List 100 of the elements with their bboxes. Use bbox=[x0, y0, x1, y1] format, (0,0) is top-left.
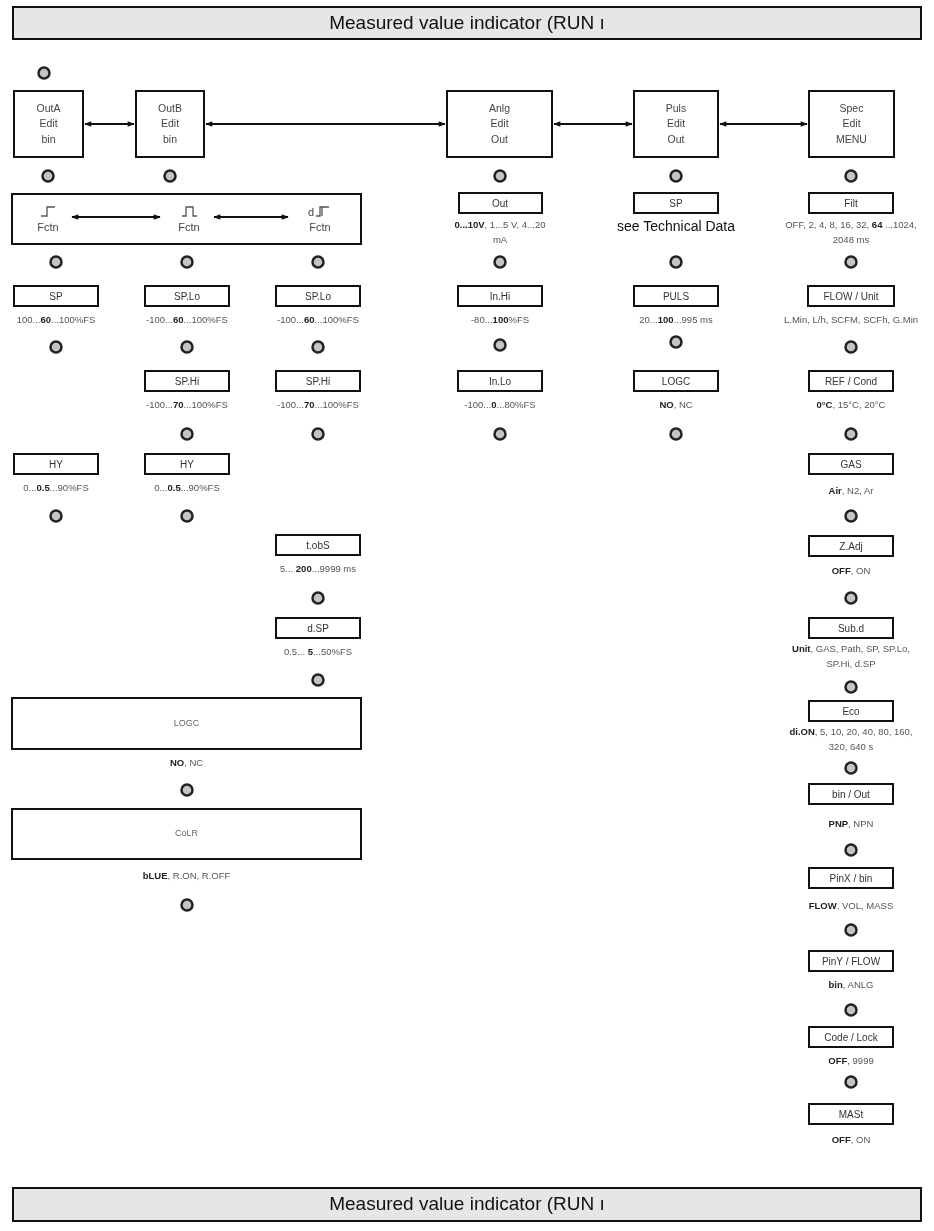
parameter-box bbox=[13, 285, 99, 307]
parameter-label: SP.Hi bbox=[174, 375, 200, 387]
function-label: Fctn bbox=[309, 220, 331, 234]
parameter-label: SP.Hi bbox=[305, 375, 331, 387]
parameter-box bbox=[13, 453, 99, 475]
parameter-box bbox=[457, 285, 543, 307]
value-range-text: 0...0.5...90%FS bbox=[153, 481, 221, 495]
parameter-label: Filt bbox=[844, 197, 858, 209]
menu-box bbox=[13, 90, 84, 158]
value-range-text: 0...0.5...90%FS bbox=[22, 481, 90, 495]
parameter-box bbox=[808, 1103, 894, 1125]
double-arrow bbox=[719, 121, 808, 127]
parameter-box bbox=[633, 285, 719, 307]
parameter-label: OutA bbox=[36, 102, 61, 115]
parameter-label: OutB bbox=[158, 102, 182, 115]
parameter-label: Edit bbox=[490, 118, 509, 130]
display-banner bbox=[12, 6, 922, 40]
double-arrow bbox=[71, 214, 161, 220]
parameter-box bbox=[808, 453, 894, 475]
banner-text: Measured value indicator (RUN ı bbox=[329, 12, 605, 34]
value-range-text: OFF, 9999 bbox=[827, 1054, 875, 1068]
value-range-text: OFF, 2, 4, 8, 16, 32, 64 ...1024, 2048 ms bbox=[784, 218, 918, 247]
parameter-box bbox=[275, 285, 361, 307]
value-range-text: -100...60...100%FS bbox=[145, 313, 229, 327]
value-range-text: PNP, NPN bbox=[827, 817, 875, 831]
menu-box bbox=[808, 90, 895, 158]
parameter-box bbox=[11, 697, 362, 750]
parameter-label: MASt bbox=[838, 1108, 864, 1120]
parameter-label: MENU bbox=[836, 133, 867, 146]
parameter-box bbox=[808, 867, 894, 889]
parameter-label: Edit bbox=[39, 118, 58, 130]
value-range-text: NO, NC bbox=[658, 398, 694, 412]
parameter-label: Z.Adj bbox=[839, 540, 863, 552]
parameter-label: SP bbox=[669, 197, 683, 209]
parameter-label: SP.Lo bbox=[305, 290, 331, 302]
parameter-label: Eco bbox=[842, 705, 860, 717]
note-text: see Technical Data bbox=[615, 217, 736, 236]
parameter-label: t.obS bbox=[306, 539, 330, 551]
value-range-text: bin, ANLG bbox=[827, 978, 875, 992]
parameter-label: Out bbox=[667, 133, 685, 146]
parameter-box bbox=[808, 700, 894, 722]
value-range-text: 0.5... 5...50%FS bbox=[282, 645, 354, 659]
parameter-label: Spec bbox=[839, 102, 864, 115]
parameter-label: bin / Out bbox=[832, 788, 870, 800]
value-range-text: bLUE, R.ON, R.OFF bbox=[141, 869, 232, 883]
parameter-label: REF / Cond bbox=[824, 375, 878, 387]
parameter-label: LOGC bbox=[173, 718, 200, 729]
parameter-box bbox=[275, 534, 361, 556]
value-range-text: FLOW, VOL, MASS bbox=[807, 899, 895, 913]
parameter-label: bin bbox=[163, 133, 177, 146]
function-label: Fctn bbox=[178, 220, 200, 234]
menu-box bbox=[633, 90, 719, 158]
value-range-text: 20...100...995 ms bbox=[638, 313, 714, 327]
value-range-text: OFF, ON bbox=[830, 1133, 872, 1147]
function-prefix: d bbox=[307, 205, 315, 218]
parameter-box bbox=[808, 950, 894, 972]
parameter-box bbox=[808, 192, 894, 214]
value-range-text: OFF, ON bbox=[830, 564, 872, 578]
parameter-label: CoLR bbox=[175, 829, 198, 839]
parameter-label: HY bbox=[180, 458, 194, 470]
parameter-label: Edit bbox=[666, 118, 686, 130]
parameter-label: Out bbox=[491, 133, 508, 146]
value-range-text: di.ON, 5, 10, 20, 40, 80, 160, 320, 640 s bbox=[788, 725, 914, 754]
function-label: Fctn bbox=[37, 220, 59, 234]
double-arrow bbox=[205, 121, 446, 127]
parameter-box bbox=[808, 617, 894, 639]
parameter-label: FLOW / Unit bbox=[823, 290, 879, 302]
parameter-label: SP.Lo bbox=[174, 290, 200, 302]
parameter-label: In.Lo bbox=[488, 375, 512, 387]
parameter-box bbox=[633, 370, 719, 392]
parameter-label: Code / Lock bbox=[824, 1031, 878, 1043]
parameter-label: HY bbox=[49, 458, 63, 470]
parameter-label: SP bbox=[49, 290, 63, 302]
parameter-box bbox=[275, 370, 361, 392]
value-range-text: -100...0...80%FS bbox=[463, 398, 537, 412]
menu-box bbox=[135, 90, 205, 158]
value-range-text: 5... 200...9999 ms bbox=[278, 562, 358, 576]
parameter-label: Puls bbox=[665, 102, 687, 115]
parameter-box bbox=[11, 808, 362, 860]
double-arrow bbox=[553, 121, 633, 127]
parameter-box bbox=[144, 370, 230, 392]
parameter-label: Out bbox=[491, 197, 509, 209]
value-range-text: NO, NC bbox=[168, 756, 205, 770]
parameter-box bbox=[808, 783, 894, 805]
double-arrow bbox=[213, 214, 289, 220]
parameter-box bbox=[807, 285, 895, 307]
parameter-label: PinX / bin bbox=[829, 872, 873, 884]
value-range-text: 0...10V, 1...5 V, 4...20 mA bbox=[453, 218, 547, 247]
menu-box bbox=[446, 90, 553, 158]
parameter-box bbox=[457, 370, 543, 392]
parameter-label: In.Hi bbox=[489, 290, 511, 302]
value-range-text: L.Min, L/h, SCFM, SCFh, G.Min bbox=[782, 313, 920, 327]
parameter-box bbox=[633, 192, 719, 214]
banner-text: Measured value indicator (RUN ı bbox=[329, 1194, 605, 1215]
parameter-label: bin bbox=[41, 133, 56, 146]
parameter-box bbox=[808, 370, 894, 392]
double-arrow bbox=[84, 121, 135, 127]
parameter-label: LOGC bbox=[661, 375, 691, 387]
parameter-label: PinY / FLOW bbox=[821, 955, 881, 967]
parameter-box bbox=[457, 192, 543, 214]
